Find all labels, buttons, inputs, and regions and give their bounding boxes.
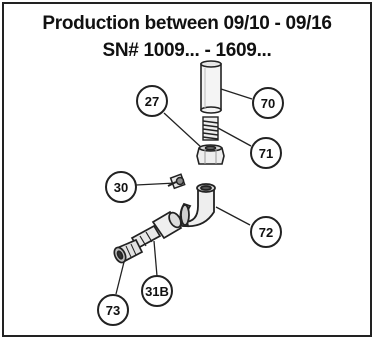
callout-27: 27 [136, 85, 168, 117]
svg-text:71: 71 [259, 146, 273, 161]
leader-27 [163, 112, 203, 149]
part-72-elbow [179, 183, 216, 228]
diagram-title-line-1: Production between 09/10 - 09/16 [42, 13, 332, 34]
part-71-spring [202, 116, 219, 141]
part-30-valve [167, 173, 186, 190]
callout-70: 70 [252, 87, 284, 119]
svg-text:31B: 31B [145, 284, 169, 299]
svg-text:72: 72 [259, 225, 273, 240]
part-70-cylinder [200, 60, 222, 114]
leader-30 [135, 182, 177, 186]
diagram-frame: Production between 09/10 - 09/16 SN# 100… [2, 2, 372, 337]
part-27-nut [196, 144, 225, 165]
callout-73: 73 [97, 294, 129, 326]
callout-30: 30 [105, 171, 137, 203]
svg-text:70: 70 [261, 96, 275, 111]
diagram-title-line-2: SN# 1009... - 1609... [102, 40, 272, 61]
svg-text:27: 27 [145, 94, 159, 109]
part-31b-body [130, 210, 183, 250]
leader-73 [115, 261, 125, 295]
svg-text:73: 73 [106, 303, 120, 318]
leader-72 [215, 206, 251, 226]
leader-lines [115, 88, 253, 295]
leader-71 [217, 127, 252, 147]
callout-72: 72 [250, 216, 282, 248]
svg-text:30: 30 [114, 180, 128, 195]
leader-70 [220, 88, 253, 100]
callout-31b: 31B [141, 275, 173, 307]
part-73-connector [113, 238, 144, 264]
leader-31b [153, 240, 158, 277]
callout-71: 71 [250, 137, 282, 169]
